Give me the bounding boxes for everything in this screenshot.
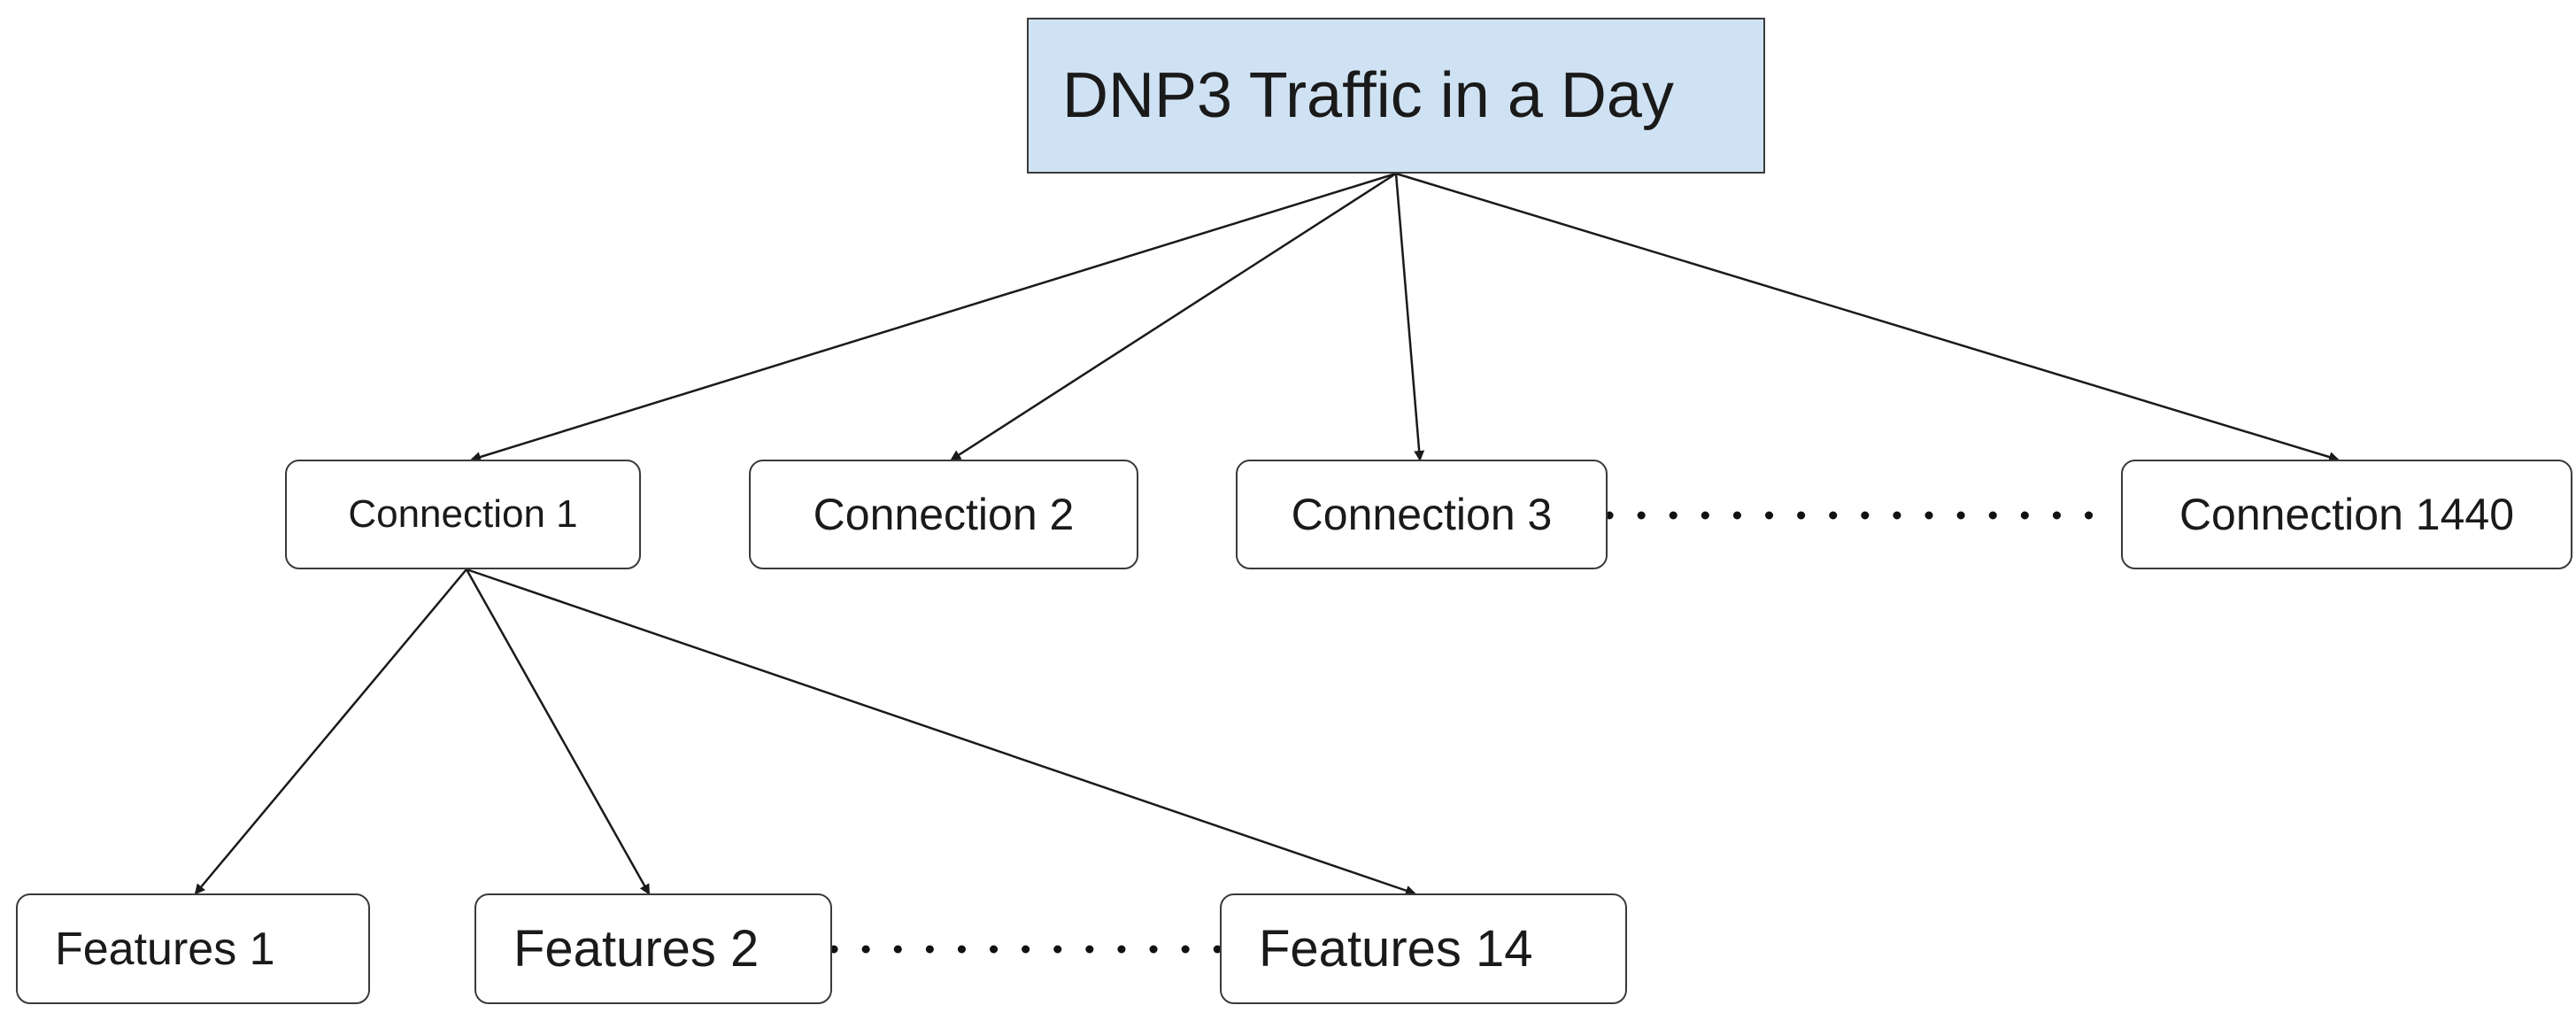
edge-connection-1-to-features-1 [194,568,467,895]
connection-node-label: Connection 2 [813,490,1075,539]
root-node: DNP3 Traffic in a Day [1027,18,1765,174]
features-node-2: Features 2 [474,893,832,1004]
edge-root-to-connection-3 [1394,173,1425,461]
connection-node-label: Connection 3 [1291,490,1553,539]
connection-node-2: Connection 2 [749,460,1138,569]
connection-node-1: Connection 1 [285,460,641,569]
edge-connection-1-to-features-2 [465,568,651,895]
connection-node-3: Connection 3 [1236,460,1608,569]
features-node-label: Features 14 [1259,920,1533,978]
connection-node-label: Connection 1 [348,492,578,536]
edge-root-to-connection-1440 [1395,172,2340,462]
features-node-label: Features 1 [55,923,275,975]
connection-node-label: Connection 1440 [2179,490,2515,539]
edge-root-to-connection-1 [470,172,1397,462]
connection-node-1440: Connection 1440 [2121,460,2572,569]
edge-connection-1-to-features-14 [466,568,1416,896]
root-node-label: DNP3 Traffic in a Day [1062,60,1674,131]
features-node-label: Features 2 [513,920,760,978]
features-node-14: Features 14 [1220,893,1627,1004]
edge-root-to-connection-2 [950,172,1397,461]
features-node-1: Features 1 [16,893,370,1004]
